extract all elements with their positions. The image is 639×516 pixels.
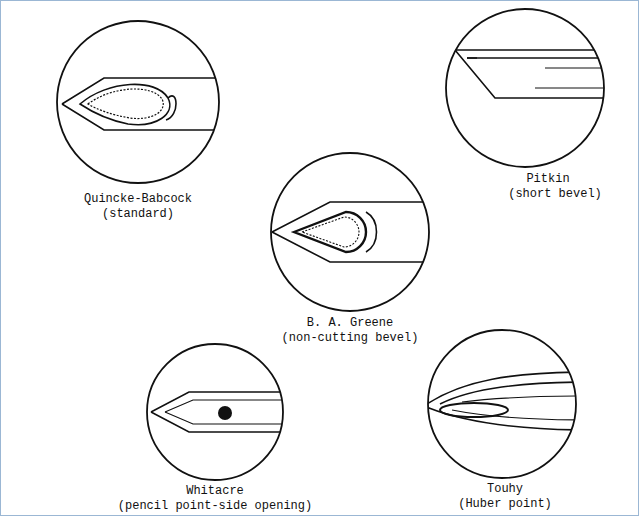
needle-name: B. A. Greene — [307, 316, 393, 330]
detail-circle — [446, 9, 604, 167]
needle-type: (pencil point-side opening) — [118, 499, 312, 513]
detail-circle — [428, 330, 576, 478]
detail-circle — [271, 153, 429, 311]
needle-name: Pitkin — [526, 172, 569, 186]
pitkin-needle — [446, 9, 615, 167]
needle-name: Quincke-Babcock — [84, 192, 192, 206]
huber-opening — [440, 403, 508, 417]
needle-type: (Huber point) — [458, 497, 552, 511]
needle-type: (non-cutting bevel) — [282, 331, 419, 345]
needle-type: (short bevel) — [508, 187, 602, 201]
needle-name: Whitacre — [186, 484, 244, 498]
detail-circle — [147, 344, 283, 480]
quincke-needle — [57, 21, 228, 183]
touhy-needle — [424, 330, 592, 478]
side-opening — [218, 406, 232, 420]
needle-name: Touhy — [487, 482, 523, 496]
detail-circle — [57, 21, 219, 183]
needle-type: (standard) — [102, 207, 174, 221]
greene-needle — [271, 153, 440, 311]
whitacre-needle — [147, 344, 295, 480]
